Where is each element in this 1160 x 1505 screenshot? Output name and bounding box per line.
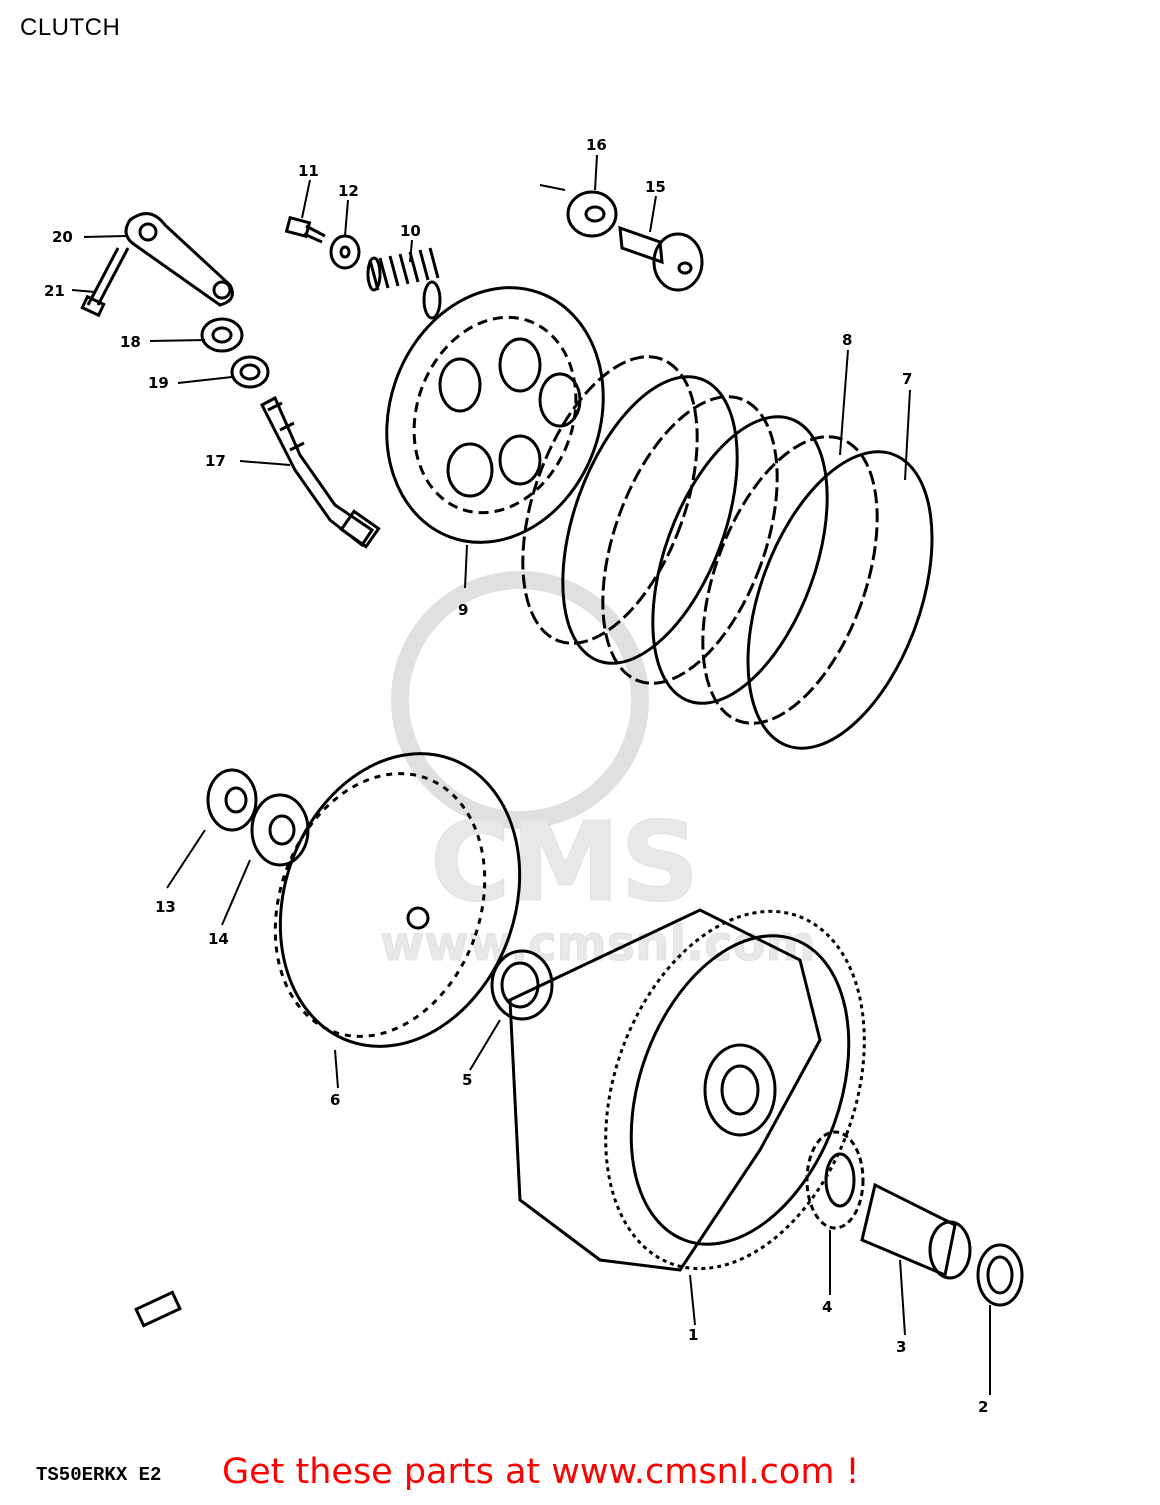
promo-link[interactable]: Get these parts at www.cmsnl.com ! xyxy=(222,1452,860,1492)
part-5-washer xyxy=(490,949,554,1021)
part-11-bolt xyxy=(284,215,326,244)
part-7-8-clutch-plates xyxy=(521,355,934,750)
watermark: CMS www.cmsnl.com xyxy=(380,571,816,973)
callout-15: 15 xyxy=(645,178,666,196)
watermark-logo-text: CMS xyxy=(430,798,699,926)
callout-11: 11 xyxy=(298,162,319,180)
callout-7: 7 xyxy=(902,370,912,388)
part-3-spacer xyxy=(860,1182,972,1280)
part-13-nut xyxy=(206,768,258,832)
callout-4: 4 xyxy=(822,1298,832,1316)
part-12-washer xyxy=(329,234,361,270)
part-20-release-arm xyxy=(124,212,234,307)
part-21-bolt xyxy=(80,247,130,318)
watermark-url-text: www.cmsnl.com xyxy=(380,916,816,972)
model-code: TS50ERKX E2 xyxy=(36,1464,162,1486)
part-6-sleeve-hub xyxy=(273,752,522,1048)
callout-10: 10 xyxy=(400,222,421,240)
callout-numbers: 1 2 3 4 5 6 7 8 9 10 11 12 13 14 15 16 1… xyxy=(44,136,988,1416)
part-9-pressure-plate xyxy=(385,286,605,544)
callout-13: 13 xyxy=(155,898,176,916)
page-title: CLUTCH xyxy=(20,14,121,41)
part-4-gear xyxy=(805,1130,865,1230)
callout-9: 9 xyxy=(458,601,468,619)
callout-5: 5 xyxy=(462,1071,472,1089)
callout-19: 19 xyxy=(148,374,169,392)
part-19-washer xyxy=(230,355,270,389)
part-1-clutch-housing xyxy=(508,908,866,1272)
part-18-nut xyxy=(200,317,244,353)
part-16-washer xyxy=(566,190,618,238)
callout-18: 18 xyxy=(120,333,141,351)
callout-8: 8 xyxy=(842,331,852,349)
part-14-lock-washer xyxy=(250,793,310,867)
callout-12: 12 xyxy=(338,182,359,200)
callout-2: 2 xyxy=(978,1398,988,1416)
small-bolt-sketch xyxy=(134,1290,182,1328)
part-10-spring xyxy=(366,247,442,320)
callout-3: 3 xyxy=(896,1338,906,1356)
callout-14: 14 xyxy=(208,930,229,948)
part-17-release-rod xyxy=(259,395,381,549)
part-2-washer xyxy=(976,1243,1024,1307)
callout-16: 16 xyxy=(586,136,607,154)
leader-lines xyxy=(71,154,991,1395)
callout-21: 21 xyxy=(44,282,65,300)
callout-17: 17 xyxy=(205,452,226,470)
callout-6: 6 xyxy=(330,1091,340,1109)
callout-20: 20 xyxy=(52,228,73,246)
callout-1: 1 xyxy=(688,1326,698,1344)
part-15-pin xyxy=(618,225,704,292)
